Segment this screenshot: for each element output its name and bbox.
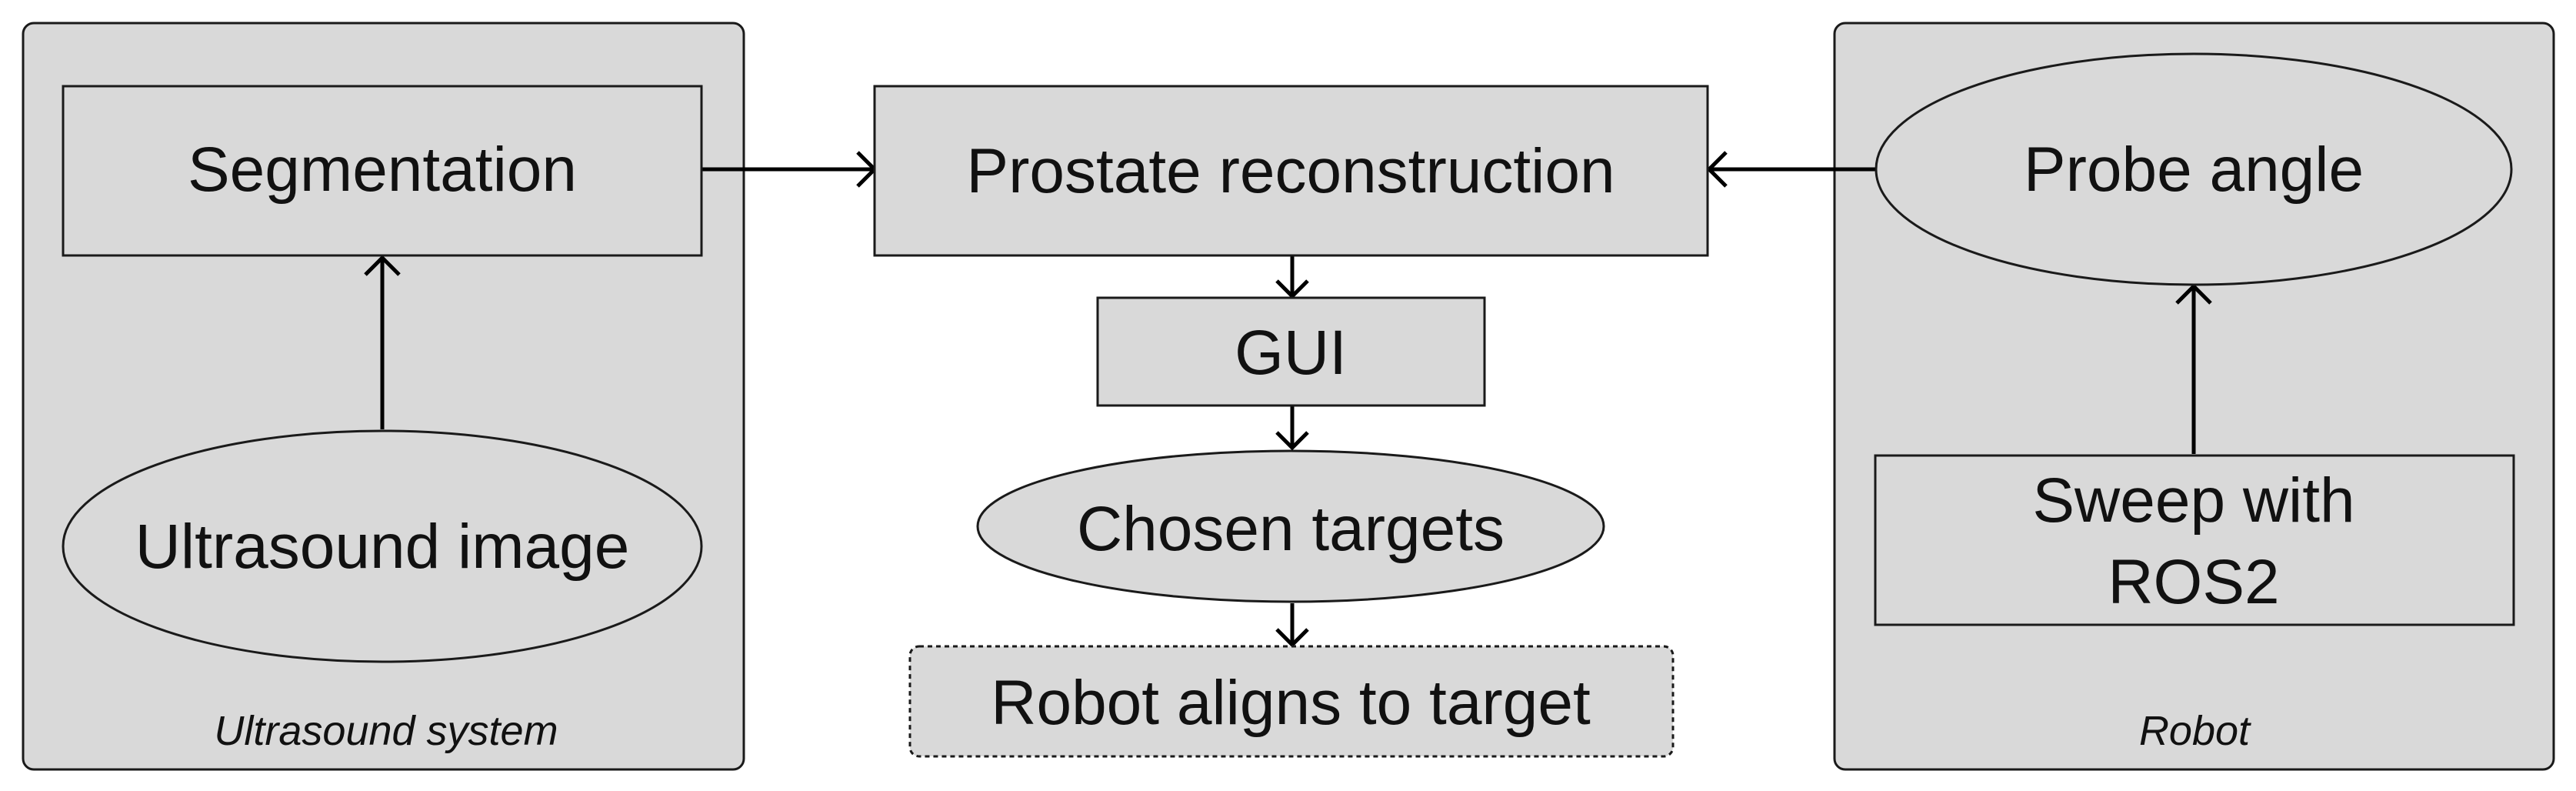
chosen-targets-label: Chosen targets bbox=[1077, 494, 1505, 564]
node-prostate-reconstruction: Prostate reconstruction bbox=[873, 85, 1709, 257]
arrowhead-reconstruction-right bbox=[1706, 151, 1728, 188]
node-gui: GUI bbox=[1096, 296, 1486, 407]
robot-aligns-box bbox=[908, 645, 1675, 758]
node-sweep-ros2: Sweep with ROS2 bbox=[1874, 454, 2515, 626]
segmentation-box bbox=[62, 85, 703, 257]
arrowhead-segmentation bbox=[364, 255, 401, 276]
node-probe-angle: Probe angle bbox=[1875, 52, 2513, 286]
segmentation-label: Segmentation bbox=[188, 135, 577, 205]
node-segmentation: Segmentation bbox=[62, 85, 703, 257]
ultrasound-image-label: Ultrasound image bbox=[135, 512, 630, 582]
gui-label: GUI bbox=[1235, 318, 1347, 388]
sweep-label-line1: Sweep with bbox=[2032, 466, 2354, 536]
arrowhead-gui bbox=[1275, 279, 1309, 299]
node-chosen-targets: Chosen targets bbox=[976, 449, 1605, 603]
gui-box bbox=[1096, 296, 1486, 407]
node-ultrasound-image: Ultrasound image bbox=[62, 429, 703, 663]
sweep-label-line2: ROS2 bbox=[2108, 547, 2279, 617]
arrowhead-chosen-targets bbox=[1275, 431, 1309, 451]
arrowhead-probe-angle bbox=[2175, 283, 2212, 305]
arrowhead-robot-aligns bbox=[1275, 628, 1309, 648]
ultrasound-image-ellipse bbox=[62, 429, 703, 663]
probe-angle-ellipse bbox=[1875, 52, 2513, 286]
robot-label: Robot bbox=[2139, 708, 2251, 754]
prostate-reconstruction-box bbox=[873, 85, 1709, 257]
edges bbox=[364, 151, 2212, 648]
probe-angle-label: Probe angle bbox=[2024, 135, 2364, 205]
sweep-ros2-box bbox=[1874, 454, 2515, 626]
prostate-reconstruction-label: Prostate reconstruction bbox=[966, 136, 1615, 206]
node-robot-aligns: Robot aligns to target bbox=[908, 645, 1675, 758]
robot-aligns-label: Robot aligns to target bbox=[991, 668, 1591, 738]
chosen-targets-ellipse bbox=[976, 449, 1605, 603]
ultrasound-system-label: Ultrasound system bbox=[214, 708, 558, 754]
